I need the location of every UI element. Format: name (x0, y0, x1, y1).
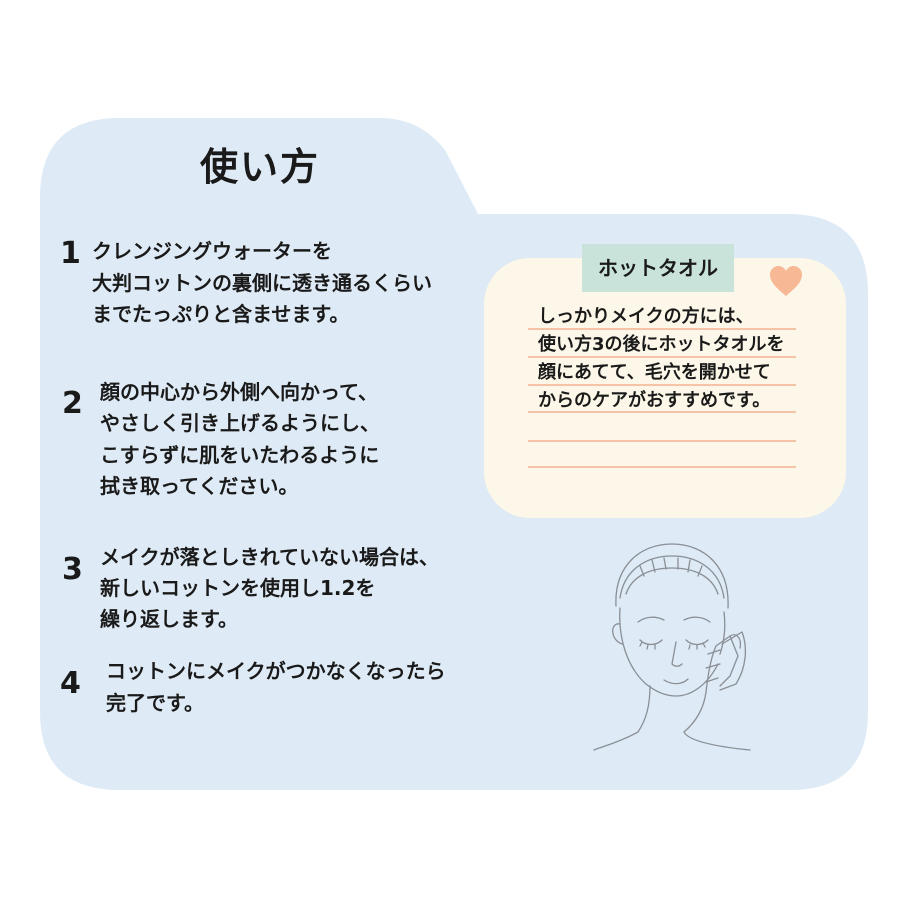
step-number: 2 (62, 386, 83, 421)
note-rule-line (528, 384, 796, 386)
step-text-line: メイクが落としきれていない場合は、 (100, 545, 439, 569)
step-text-line: やさしく引き上げるようにし、 (100, 411, 380, 435)
note-rule-line (528, 356, 796, 358)
step-text-line: コットンにメイクがつかなくなったら (106, 659, 446, 683)
step-text-line: 繰り返します。 (100, 607, 238, 631)
hot-towel-note-card (484, 258, 846, 518)
note-tab: ホットタオル (582, 244, 734, 292)
note-text-line: 顔にあてて、毛穴を開かせて (538, 362, 771, 383)
note-text-line: しっかりメイクの方には、 (538, 306, 754, 327)
note-rule-line (528, 328, 796, 330)
note-text-line: 使い方3の後にホットタオルを (538, 334, 785, 355)
woman-face-illustration (593, 543, 751, 751)
note-rule-line (528, 440, 796, 442)
note-rule-line (528, 466, 796, 468)
note-text-line: からのケアがおすすめです。 (538, 390, 771, 411)
step-text-line: 顔の中心から外側へ向かって、 (100, 380, 378, 404)
step-text-line: こすらずに肌をいたわるように (100, 443, 380, 467)
step-text-line: 新しいコットンを使用し1.2を (100, 576, 376, 600)
step-number: 1 (60, 236, 81, 271)
heart-icon (770, 266, 802, 296)
step-text-line: 完了です。 (106, 691, 204, 715)
step-text-line: までたっぷりと含ませます。 (92, 302, 350, 326)
step-text-line: 大判コットンの裏側に透き通るくらい (92, 271, 432, 295)
step-number: 4 (60, 666, 81, 701)
step-number: 3 (62, 552, 83, 587)
note-rule-line (528, 411, 796, 413)
page-title: 使い方 (200, 145, 321, 189)
step-text-line: 拭き取ってください。 (100, 474, 299, 498)
note-tab-label: ホットタオル (598, 256, 718, 280)
step-text-line: クレンジングウォーターを (92, 239, 332, 263)
